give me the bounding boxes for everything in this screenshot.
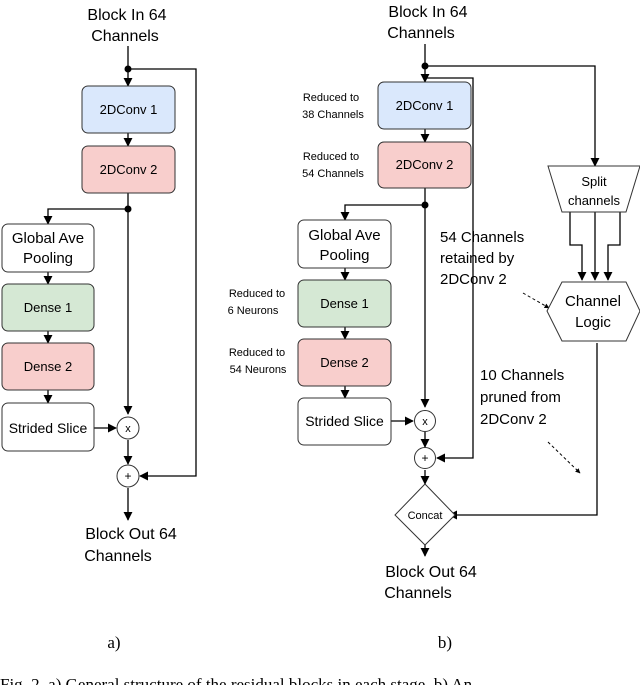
panel-b-conv2-note-line2: 54 Channels [302, 168, 364, 180]
panel-b-split-node [547, 165, 640, 213]
annotation-arrow-retained [522, 292, 550, 309]
panel-a-conv2-label: 2DConv 2 [100, 162, 158, 177]
panel-b-tag: b) [438, 633, 452, 652]
panel-a-conv1-box [81, 85, 176, 134]
panel-b-concat-node [394, 483, 456, 546]
panel-a-dense2-box [1, 342, 95, 391]
junction-dot [421, 201, 429, 209]
junction-dot [124, 65, 132, 73]
panel-b-split-label-line1: Split [581, 174, 607, 189]
panel-b-multiply-symbol: x [422, 416, 428, 428]
panel-b-logic-label-line2: Logic [575, 314, 611, 331]
panel-a-input-label-line1: Block In 64 [87, 7, 166, 24]
panel-b-pruned-note-line2: pruned from [480, 389, 561, 406]
panel-a: Block In 64 Channels 2DConv 1 2DConv 2 G… [1, 7, 197, 652]
panel-a-gap-label-line1: Global Ave [12, 230, 84, 247]
panel-b-output-label-line2: Channels [384, 585, 452, 602]
panel-b-conv1-box [377, 81, 472, 130]
panel-b-concat-label: Concat [408, 510, 443, 522]
panel-a-tag: a) [107, 633, 120, 652]
panel-b-retained-note-line2: retained by [440, 250, 515, 267]
panel-b-channel-logic-node [546, 281, 640, 342]
panel-b-slice-box [297, 397, 392, 446]
panel-a-add-symbol: + [124, 469, 131, 483]
panel-b-dense1-box [297, 279, 392, 328]
panel-b-gap-label-line2: Pooling [319, 247, 369, 264]
panel-b-gap-label-line1: Global Ave [308, 227, 380, 244]
panel-b-output-label-line1: Block Out 64 [385, 564, 477, 581]
panel-b-dense1-note-line2: 6 Neurons [228, 305, 279, 317]
panel-b-dense2-label: Dense 2 [320, 355, 368, 370]
edge-input-to-split [425, 65, 600, 167]
panel-a-multiply-node [116, 416, 140, 440]
panel-b-edges [340, 44, 621, 557]
panel-b-conv2-label: 2DConv 2 [396, 157, 454, 172]
junction-dot [421, 62, 429, 70]
panel-a-add-node [116, 464, 140, 488]
edge-skip-connection [425, 77, 474, 463]
panel-b-input-label-line1: Block In 64 [388, 4, 467, 21]
edge-split-to-logic [569, 212, 587, 281]
figure-caption: Fig. 2. a) General structure of the resi… [0, 675, 473, 685]
panel-a-gap-box [1, 223, 95, 273]
panel-a-output-label-line1: Block Out 64 [85, 526, 177, 543]
panel-b-conv1-note-line2: 38 Channels [302, 109, 364, 121]
panel-a-edges [43, 46, 197, 521]
panel-a-multiply-symbol: x [125, 423, 131, 435]
panel-b-logic-label-line1: Channel [565, 293, 621, 310]
panel-b-dense2-note-line2: 54 Neurons [230, 364, 287, 376]
panel-b-dense1-note-line1: Reduced to [229, 288, 285, 300]
panel-a-dense2-label: Dense 2 [24, 359, 72, 374]
panel-a-conv2-box [81, 145, 176, 194]
panel-a-gap-label-line2: Pooling [23, 250, 73, 267]
panel-b-add-symbol: + [421, 451, 428, 465]
edge-conv2-to-gap [43, 208, 128, 225]
panel-b-conv2-box [377, 141, 472, 189]
panel-b-multiply-node [414, 410, 436, 432]
panel-b-conv2-note-line1: Reduced to [303, 151, 359, 163]
panel-b-dense2-box [297, 338, 392, 387]
panel-b: Block In 64 Channels [228, 4, 640, 652]
junction-dot [124, 205, 132, 213]
panel-b-pruned-note-line3: 2DConv 2 [480, 411, 547, 428]
panel-b-conv1-note-line1: Reduced to [303, 92, 359, 104]
panel-a-dense1-box [1, 283, 95, 332]
panel-a-slice-box [1, 402, 95, 452]
panel-b-add-node [414, 447, 436, 469]
panel-b-input-label-line2: Channels [387, 25, 455, 42]
edge-split-to-logic [603, 212, 621, 281]
panel-b-split-label-line2: channels [568, 193, 621, 208]
annotation-arrow-pruned [547, 441, 581, 474]
panel-b-retained-note-line1: 54 Channels [440, 229, 524, 246]
panel-b-pruned-note-line1: 10 Channels [480, 367, 564, 384]
panel-b-gap-box [297, 219, 392, 269]
panel-a-output-label-line2: Channels [84, 548, 152, 565]
panel-a-conv1-label: 2DConv 1 [100, 102, 158, 117]
panel-b-dense2-note-line1: Reduced to [229, 347, 285, 359]
edge-logic-to-concat [448, 343, 598, 520]
edge-skip-connection [128, 68, 197, 481]
panel-a-dense1-label: Dense 1 [24, 300, 72, 315]
panel-b-retained-note-line3: 2DConv 2 [440, 271, 507, 288]
panel-b-slice-label: Strided Slice [305, 413, 384, 429]
edge-conv2-to-gap [340, 204, 425, 221]
panel-a-slice-label: Strided Slice [9, 420, 88, 436]
panel-b-dense1-label: Dense 1 [320, 296, 368, 311]
panel-b-conv1-label: 2DConv 1 [396, 98, 454, 113]
panel-a-input-label-line2: Channels [91, 28, 159, 45]
